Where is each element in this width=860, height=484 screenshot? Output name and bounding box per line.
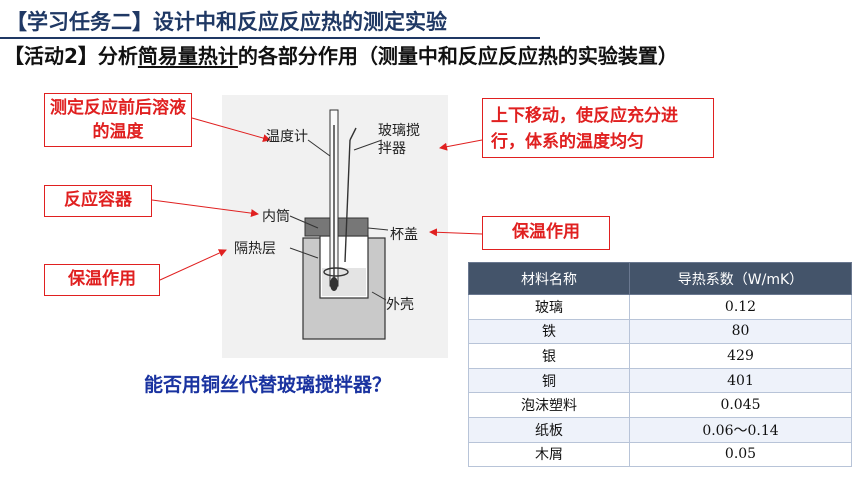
conductivity-table: 材料名称 导热系数（W/mK） 玻璃 0.12 铁 80 银 429 铜 401… [468,262,852,468]
label-inner-cup: 内筒 [262,209,290,225]
subtitle-underlined: 简易量热计 [137,44,238,68]
title-bar: 【学习任务二】设计中和反应反应热的测定实验 [0,2,540,39]
subtitle-prefix: 【活动2】分析 [4,44,138,68]
callout-insulation-right: 保温作用 [482,216,610,250]
material-name: 玻璃 [468,294,630,320]
table-row: 纸板 0.06～0.14 [468,416,852,443]
arrow-container [151,199,259,218]
material-name: 铁 [468,318,630,345]
label-outer-shell: 外壳 [386,297,414,313]
table-header-row: 材料名称 导热系数（W/mK） [468,262,852,295]
table-row: 铁 80 [468,318,852,345]
conductivity-value: 80 [629,318,852,345]
table-row: 泡沫塑料 0.045 [468,392,852,418]
conductivity-value: 429 [629,343,852,369]
arrow-measure-temp [191,117,271,142]
question-text: 能否用铜丝代替玻璃搅拌器？ [144,374,392,396]
activity-subtitle: 【活动2】分析简易量热计的各部分作用（测量中和反应反应热的实验装置） [4,40,678,69]
material-name: 纸板 [468,416,630,443]
conductivity-value: 0.12 [629,294,852,320]
label-insulating-layer: 隔热层 [234,241,276,257]
conductivity-value: 0.06～0.14 [629,416,852,443]
material-name: 银 [468,343,630,369]
header-material: 材料名称 [468,262,630,295]
label-thermometer: 温度计 [266,129,308,145]
label-glass-stirrer: 玻璃搅拌器 [378,123,420,157]
material-name: 泡沫塑料 [468,392,630,418]
table-row: 木屑 0.05 [468,441,852,468]
arrow-insulation-left [159,249,227,281]
arrow-stir [439,139,483,151]
conductivity-value: 0.05 [629,441,852,468]
callout-measure-temp: 测定反应前后溶液的温度 [44,93,192,147]
title-underline [0,37,540,39]
table-row: 银 429 [468,343,852,369]
header-conductivity: 导热系数（W/mK） [629,262,852,295]
arrow-insulation-right [429,228,483,237]
callout-insulation-left: 保温作用 [44,264,160,296]
callout-stir: 上下移动，使反应充分进行，体系的温度均匀 [482,98,714,158]
label-lid: 杯盖 [390,227,418,243]
subtitle-suffix: 的各部分作用（测量中和反应反应热的实验装置） [237,44,678,68]
conductivity-value: 401 [629,367,852,394]
table-row: 铜 401 [468,367,852,394]
glass-stirrer [344,139,351,263]
page-title: 【学习任务二】设计中和反应反应热的测定实验 [6,10,447,34]
callout-container: 反应容器 [44,185,152,217]
liquid [322,268,366,296]
table-row: 玻璃 0.12 [468,294,852,320]
conductivity-value: 0.045 [629,392,852,418]
material-name: 木屑 [468,441,630,468]
material-name: 铜 [468,367,630,394]
